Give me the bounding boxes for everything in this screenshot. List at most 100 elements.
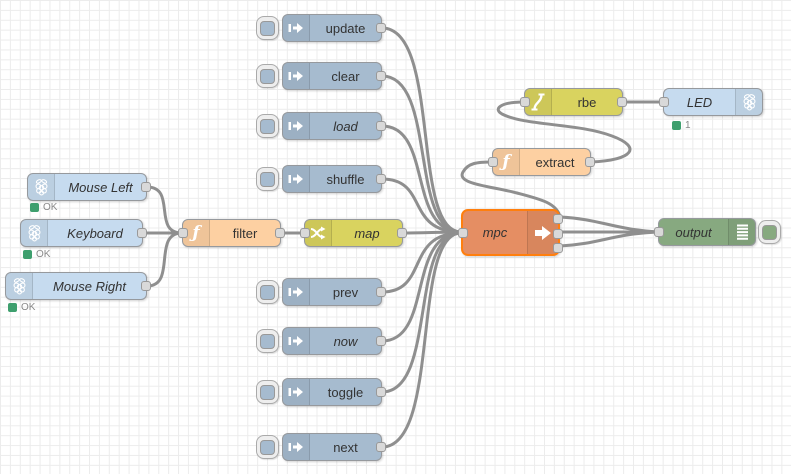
status-text: OK [36,249,51,260]
output-port[interactable] [141,182,151,192]
status-text: OK [43,202,58,213]
node-mpc[interactable]: mpc [458,209,563,256]
inject-button-load[interactable] [256,114,279,138]
input-port[interactable] [654,227,664,237]
input-port[interactable] [520,97,530,107]
inject-arrow-icon [283,113,310,139]
wire[interactable] [559,215,659,234]
node-led[interactable]: LED [659,88,763,116]
inject-arrow-icon [283,434,310,460]
output-port[interactable] [376,442,386,452]
status-dot [672,121,681,130]
raspberry-pi-icon [28,174,55,200]
output-port[interactable] [376,71,386,81]
node-inject-update[interactable]: update [282,14,386,42]
node-label: Mouse Left [68,179,133,195]
wire[interactable] [381,231,462,394]
node-inject-now[interactable]: now [282,327,386,355]
raspberry-pi-icon [21,220,48,246]
status-indicator: 1 [672,120,691,131]
inject-arrow-icon [283,379,310,405]
inject-button-now[interactable] [256,329,279,353]
output-port[interactable] [397,228,407,238]
node-label: rbe [577,94,597,110]
node-mouse-left[interactable]: Mouse Left [27,173,151,201]
output-port-3[interactable] [553,243,563,253]
input-port[interactable] [178,228,188,238]
status-text: 1 [685,120,691,131]
status-dot [23,250,32,259]
status-indicator: OK [30,202,57,213]
output-port[interactable] [376,387,386,397]
raspberry-pi-icon [6,273,33,299]
debug-toggle-button[interactable] [758,220,781,244]
node-label: map [354,225,380,241]
debug-list-icon [728,219,755,245]
node-inject-toggle[interactable]: toggle [282,378,386,406]
node-output[interactable]: output [654,218,756,246]
node-keyboard[interactable]: Keyboard [20,219,147,247]
inject-button-shuffle[interactable] [256,167,279,191]
node-mouse-right[interactable]: Mouse Right [5,272,151,300]
wire[interactable] [460,160,562,218]
node-filter[interactable]: ƒ filter [178,219,285,247]
node-label: prev [332,284,359,300]
node-inject-load[interactable]: load [282,112,386,140]
node-label: update [325,20,366,36]
inject-arrow-icon [283,15,310,41]
wire[interactable] [381,231,462,343]
node-label: Mouse Right [53,278,126,294]
node-inject-shuffle[interactable]: shuffle [282,165,386,193]
wire[interactable] [496,100,632,164]
output-port[interactable] [137,228,147,238]
output-port[interactable] [376,23,386,33]
inject-button-clear[interactable] [256,64,279,88]
inject-button-toggle[interactable] [256,380,279,404]
output-port[interactable] [376,121,386,131]
wire[interactable] [381,74,462,234]
input-port[interactable] [300,228,310,238]
input-port[interactable] [659,97,669,107]
node-label: load [333,118,358,134]
output-port[interactable] [141,281,151,291]
output-port[interactable] [585,157,595,167]
status-dot [8,303,17,312]
wire[interactable] [381,124,462,234]
node-map[interactable]: map [300,219,407,247]
node-label: clear [331,68,360,84]
inject-button-prev[interactable] [256,280,279,304]
inject-arrow-icon [283,63,310,89]
node-inject-clear[interactable]: clear [282,62,386,90]
output-port[interactable] [617,97,627,107]
wire[interactable] [381,231,462,449]
node-label: now [333,333,358,349]
output-port-2[interactable] [553,229,563,239]
wire[interactable] [381,177,462,234]
inject-button-next[interactable] [256,435,279,459]
node-label: toggle [327,384,364,400]
raspberry-pi-icon [735,89,762,115]
wire[interactable] [381,26,462,234]
node-label: Keyboard [67,225,123,241]
inject-button-update[interactable] [256,16,279,40]
node-inject-prev[interactable]: prev [282,278,386,306]
wire[interactable] [559,230,659,248]
input-port[interactable] [488,157,498,167]
node-extract[interactable]: ƒ extract [488,148,595,176]
node-label: output [675,224,712,240]
input-port[interactable] [458,228,468,238]
wire[interactable] [146,185,183,235]
output-port[interactable] [376,287,386,297]
wire[interactable] [381,231,462,294]
mpc-arrow-icon [527,211,558,254]
output-port[interactable] [376,336,386,346]
node-inject-next[interactable]: next [282,433,386,461]
node-rbe[interactable]: rbe [520,88,627,116]
output-port-1[interactable] [553,214,563,224]
wire[interactable] [146,231,183,288]
inject-arrow-icon [283,166,310,192]
output-port[interactable] [275,228,285,238]
output-port[interactable] [376,174,386,184]
wire[interactable] [402,230,462,235]
